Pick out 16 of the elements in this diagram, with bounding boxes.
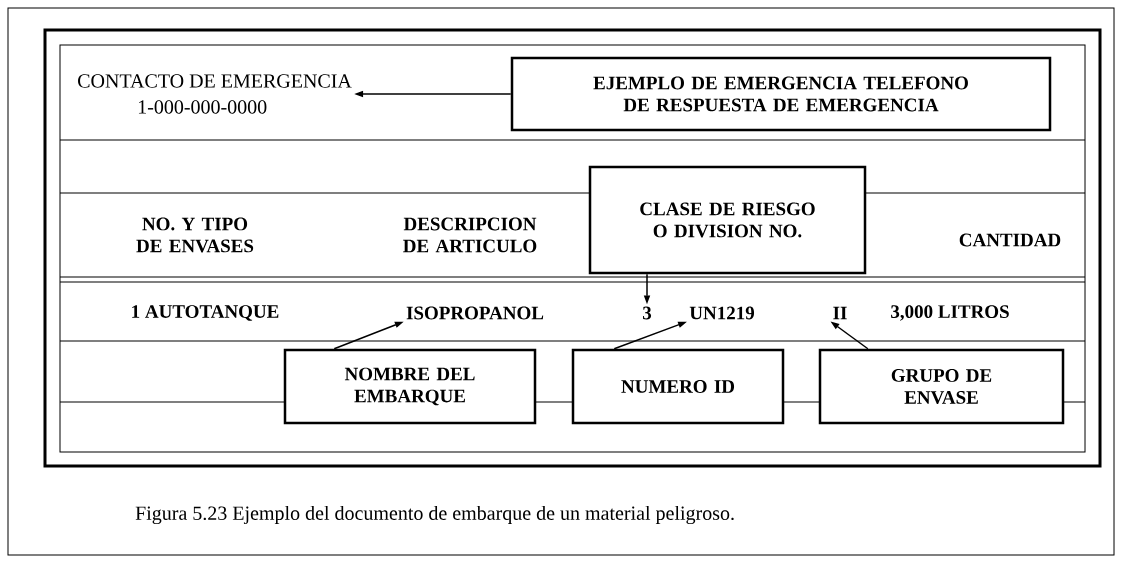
callout-box: GRUPO DE ENVASE xyxy=(818,348,1065,425)
callout-box: NUMERO ID xyxy=(571,348,785,425)
column-text: CANTIDAD xyxy=(959,233,1061,247)
callout-box: EJEMPLO DE EMERGENCIA TELEFONO DE RESPUESTA DE EMERGENCIA xyxy=(510,56,1052,132)
column-text: DESCRIPCION DE ARTICULO xyxy=(403,217,537,253)
caption: Figura 5.23 Ejemplo del documento de embarque de un material peligroso. xyxy=(135,505,734,525)
callout-box: NOMBRE DEL EMBARQUE xyxy=(283,348,537,425)
callout-box: CLASE DE RIESGO O DIVISION NO. xyxy=(588,165,867,275)
row-text: ISOPROPANOL xyxy=(406,306,544,320)
row-text: 3 xyxy=(643,306,652,320)
contact-text: CONTACTO DE EMERGENCIA 1-000-000-0000 xyxy=(78,74,352,114)
column-text: NO. Y TIPO DE ENVASES xyxy=(136,217,254,253)
column-text: 3,000 LITROS xyxy=(891,305,1009,321)
row-text: II xyxy=(833,306,847,320)
column-text: 1 AUTOTANQUE xyxy=(132,305,279,321)
row-text: UN1219 xyxy=(689,306,755,320)
